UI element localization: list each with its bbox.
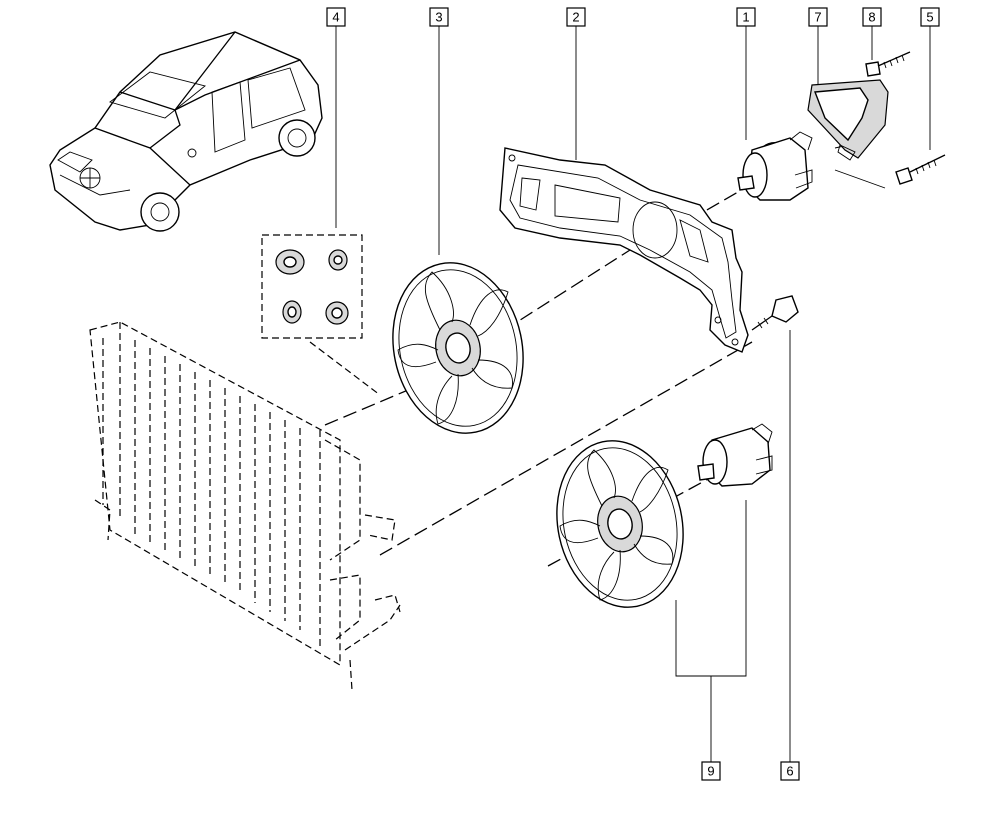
callout-7: 7 <box>808 7 828 27</box>
callout-9: 9 <box>701 761 721 781</box>
callout-label-2: 2 <box>572 10 579 25</box>
callout-label-3: 3 <box>435 10 442 25</box>
callout-label-6: 6 <box>786 764 793 779</box>
callout-leaders <box>335 26 931 762</box>
callout-1: 1 <box>736 7 756 27</box>
car-locator-illustration <box>49 31 323 232</box>
callout-label-8: 8 <box>868 10 875 25</box>
callout-label-4: 4 <box>332 10 339 25</box>
upper-fan-motor <box>737 131 813 201</box>
callout-label-7: 7 <box>814 10 821 25</box>
fan-mounting-frame <box>499 147 749 353</box>
mounting-bolt <box>751 295 799 331</box>
callout-label-5: 5 <box>926 10 933 25</box>
lower-fan-motor <box>697 423 773 487</box>
callout-3: 3 <box>429 7 449 27</box>
grommet-kit <box>261 234 363 339</box>
lower-screw <box>895 154 946 185</box>
upper-screw <box>865 51 911 77</box>
callout-label-1: 1 <box>742 10 749 25</box>
radiator <box>89 321 401 691</box>
resistor-bracket <box>807 79 889 161</box>
callout-5: 5 <box>920 7 940 27</box>
callout-8: 8 <box>862 7 882 27</box>
upper-fan <box>392 262 524 434</box>
lower-fan <box>556 440 684 608</box>
callout-label-9: 9 <box>707 764 714 779</box>
callout-4: 4 <box>326 7 346 27</box>
callout-6: 6 <box>780 761 800 781</box>
callout-2: 2 <box>566 7 586 27</box>
